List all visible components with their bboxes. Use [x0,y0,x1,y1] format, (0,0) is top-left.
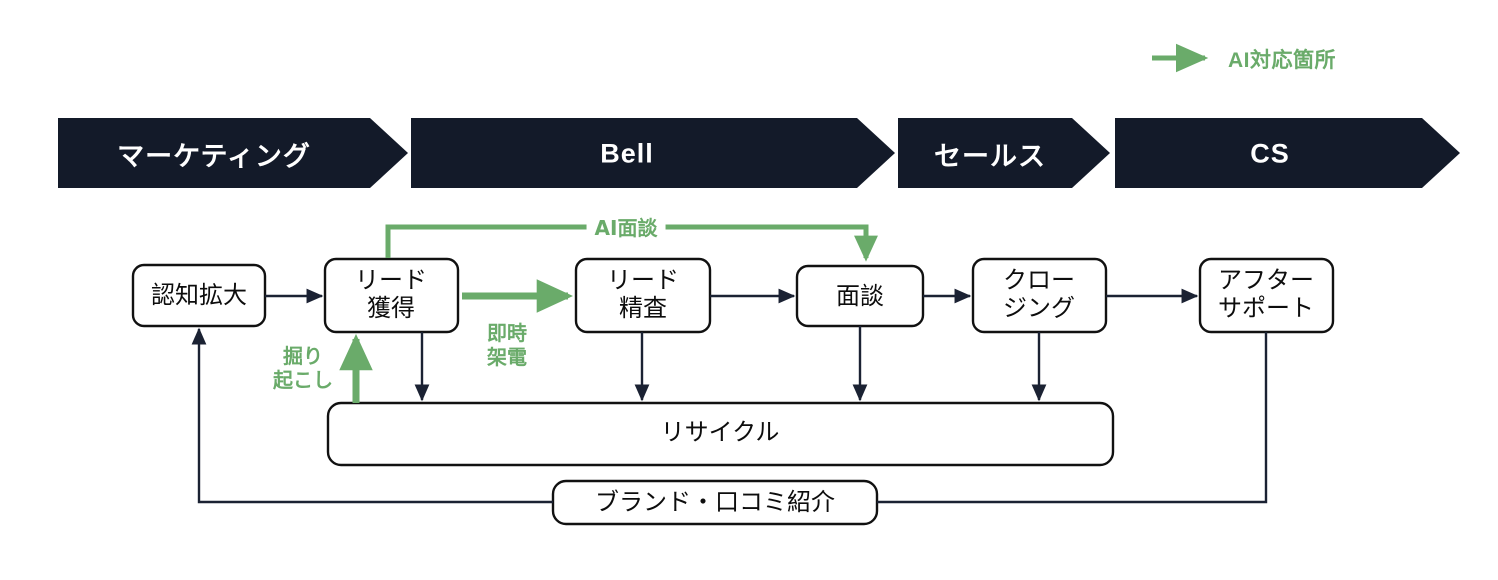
banner-label-sales: セールス [934,141,1046,172]
node-label-brand-referral: ブランド・口コミ紹介 [595,488,835,517]
banner-label-cs: CS [1250,138,1290,169]
banner-shape-bell [411,118,895,188]
flow-label-dig-up: 掘り 起こし [273,344,333,392]
banner-shape-cs [1115,118,1460,188]
flow-label-immediate-call: 即時 架電 [487,321,527,369]
node-label-after-support: アフター サポート [1218,266,1314,322]
node-label-recycle: リサイクル [660,418,780,447]
banner-shape-marketing [58,118,408,188]
banner-shape-sales [898,118,1110,188]
node-label-awareness: 認知拡大 [151,281,247,310]
banner-label-bell: Bell [600,138,654,169]
node-label-lead-screening: リード 精査 [607,266,679,322]
flow-label-ai-interview: AI面談 [586,216,666,240]
edge-after-support-to-brand-referral [877,332,1268,504]
node-box-recycle[interactable] [326,401,1115,467]
node-box-lead-acquisition[interactable] [323,257,460,334]
node-label-closing: クロー ジング [1003,266,1075,322]
legend-label: AI対応箇所 [1228,49,1336,72]
edge-brand-referral-to-awareness [191,327,553,504]
banner-label-marketing: マーケティング [117,141,311,172]
node-label-interview: 面談 [836,282,884,311]
node-label-lead-acquisition: リード 獲得 [355,266,427,322]
